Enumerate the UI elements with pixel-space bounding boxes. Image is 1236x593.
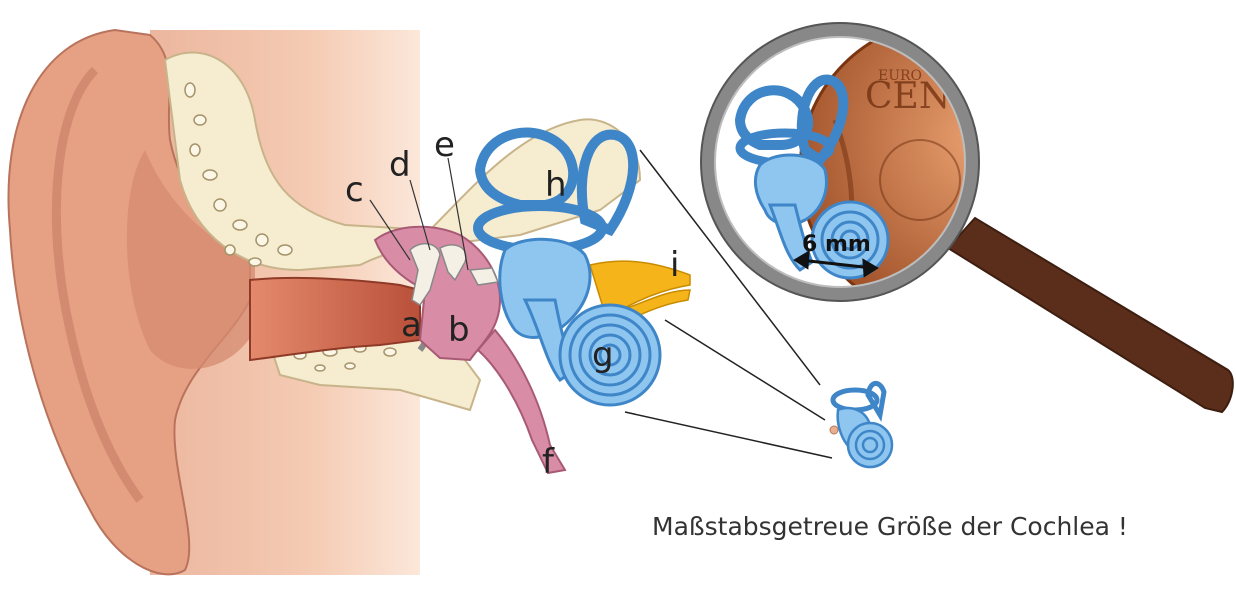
label-i: i <box>670 248 679 282</box>
small-cochlea <box>830 383 892 467</box>
label-a: a <box>401 308 422 342</box>
caption: Maßstabsgetreue Größe der Cochlea ! <box>652 512 1128 541</box>
label-h: h <box>545 168 567 202</box>
label-e: e <box>434 128 455 162</box>
magnifier-handle <box>948 218 1233 412</box>
svg-text:EURO: EURO <box>878 68 922 84</box>
label-c: c <box>345 173 364 207</box>
label-b: b <box>448 313 470 347</box>
scale-label: 6 mm <box>802 232 871 257</box>
label-f: f <box>542 445 554 479</box>
label-d: d <box>389 148 411 182</box>
label-g: g <box>592 338 614 372</box>
